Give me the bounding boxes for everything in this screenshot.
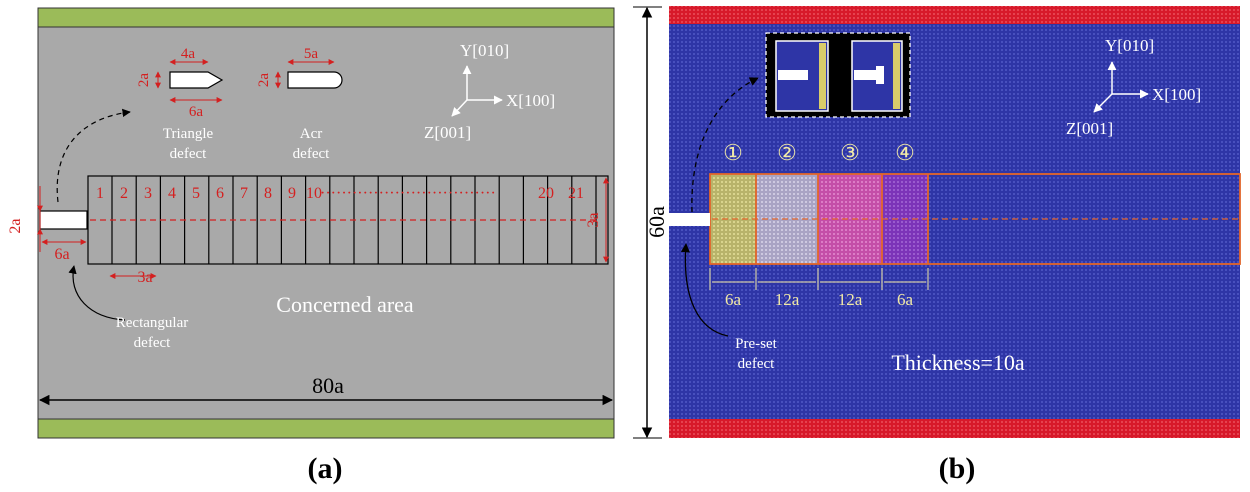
axis-z-label-a: Z[001] bbox=[424, 123, 471, 142]
rect-caption-1: Rectangular bbox=[116, 315, 188, 331]
arc-side-label: 2a bbox=[256, 73, 272, 88]
panel-b: 60a ① ② ③ ④ bbox=[633, 6, 1241, 485]
rectangular-crack bbox=[39, 210, 88, 230]
region-dim-2: 12a bbox=[775, 290, 800, 309]
region-dim-3: 12a bbox=[838, 290, 863, 309]
preset-caption-2: defect bbox=[738, 356, 775, 372]
arc-caption-1: Acr bbox=[300, 126, 323, 142]
top-red-layer bbox=[669, 6, 1240, 24]
crack-length-label: 6a bbox=[54, 246, 69, 263]
strip-number: 9 bbox=[288, 185, 296, 202]
md-crack bbox=[669, 213, 710, 226]
strip-number: 2 bbox=[120, 185, 128, 202]
concerned-area-label: Concerned area bbox=[276, 292, 414, 317]
region-label-4: ④ bbox=[895, 140, 915, 165]
axes-triad-b bbox=[1093, 61, 1149, 113]
inset-pointer-arrow bbox=[56, 108, 131, 203]
region-dim-1: 6a bbox=[725, 290, 742, 309]
triangle-caption-1: Triangle bbox=[163, 126, 214, 142]
strip-number: 8 bbox=[264, 185, 272, 202]
strip-number: 20 bbox=[538, 185, 554, 202]
rect-caption-2: defect bbox=[134, 335, 171, 351]
preset-caption-1: Pre-set bbox=[735, 336, 777, 352]
inset-pointer-b bbox=[691, 77, 759, 213]
inset-panel-1-crack bbox=[778, 70, 808, 80]
strip-number: 21 bbox=[568, 185, 584, 202]
region-label-2: ② bbox=[777, 140, 797, 165]
triangle-side-label: 2a bbox=[136, 73, 152, 88]
strip-number: 3 bbox=[144, 185, 152, 202]
axis-z-label-b: Z[001] bbox=[1066, 119, 1113, 138]
triangle-bottom-label: 6a bbox=[189, 104, 204, 120]
inset-panel-2-edge bbox=[893, 43, 900, 109]
axis-x-label-b: X[100] bbox=[1152, 85, 1201, 104]
region-dim-4: 6a bbox=[897, 290, 914, 309]
strip-number: 7 bbox=[240, 185, 248, 202]
width-dim-label: 80a bbox=[312, 373, 344, 398]
triangle-caption-2: defect bbox=[170, 146, 207, 162]
strip-number: 6 bbox=[216, 185, 224, 202]
triangle-top-label: 4a bbox=[181, 46, 196, 62]
bottom-red-layer bbox=[669, 419, 1240, 438]
inset-panel-1-edge bbox=[819, 43, 826, 109]
area-height-label: 3a bbox=[585, 212, 602, 227]
strip-dots: ································· bbox=[320, 185, 496, 202]
strip-number: 4 bbox=[168, 185, 176, 202]
panel-a-label: (a) bbox=[308, 452, 343, 485]
panel-b-label: (b) bbox=[939, 452, 976, 485]
arc-defect-shape bbox=[287, 71, 343, 89]
inset-panel-2-crack bbox=[854, 70, 878, 80]
triangle-defect-shape bbox=[169, 71, 224, 89]
preset-pointer bbox=[680, 243, 729, 337]
strip-width-label: 3a bbox=[137, 269, 152, 286]
region-dim-ticks bbox=[709, 268, 929, 290]
region-3 bbox=[818, 174, 882, 264]
axis-y-label-b: Y[010] bbox=[1105, 36, 1154, 55]
strip-number: 10 bbox=[306, 185, 322, 202]
top-boundary-layer bbox=[37, 7, 615, 28]
bottom-boundary-layer bbox=[37, 418, 615, 439]
region-label-1: ① bbox=[723, 140, 743, 165]
inset-panel-2-tip bbox=[876, 66, 884, 84]
axis-y-label-a: Y[010] bbox=[460, 41, 509, 60]
arc-top-label: 5a bbox=[304, 46, 319, 62]
height-dim-label: 60a bbox=[644, 206, 669, 238]
region-label-3: ③ bbox=[840, 140, 860, 165]
axis-x-label-a: X[100] bbox=[506, 91, 555, 110]
axes-triad-a bbox=[451, 65, 503, 117]
strip-number: 1 bbox=[96, 185, 104, 202]
strip-number: 5 bbox=[192, 185, 200, 202]
rect-defect-pointer bbox=[68, 265, 126, 321]
crack-height-label: 2a bbox=[7, 218, 24, 233]
arc-caption-2: defect bbox=[293, 146, 330, 162]
thickness-label: Thickness=10a bbox=[891, 350, 1025, 375]
